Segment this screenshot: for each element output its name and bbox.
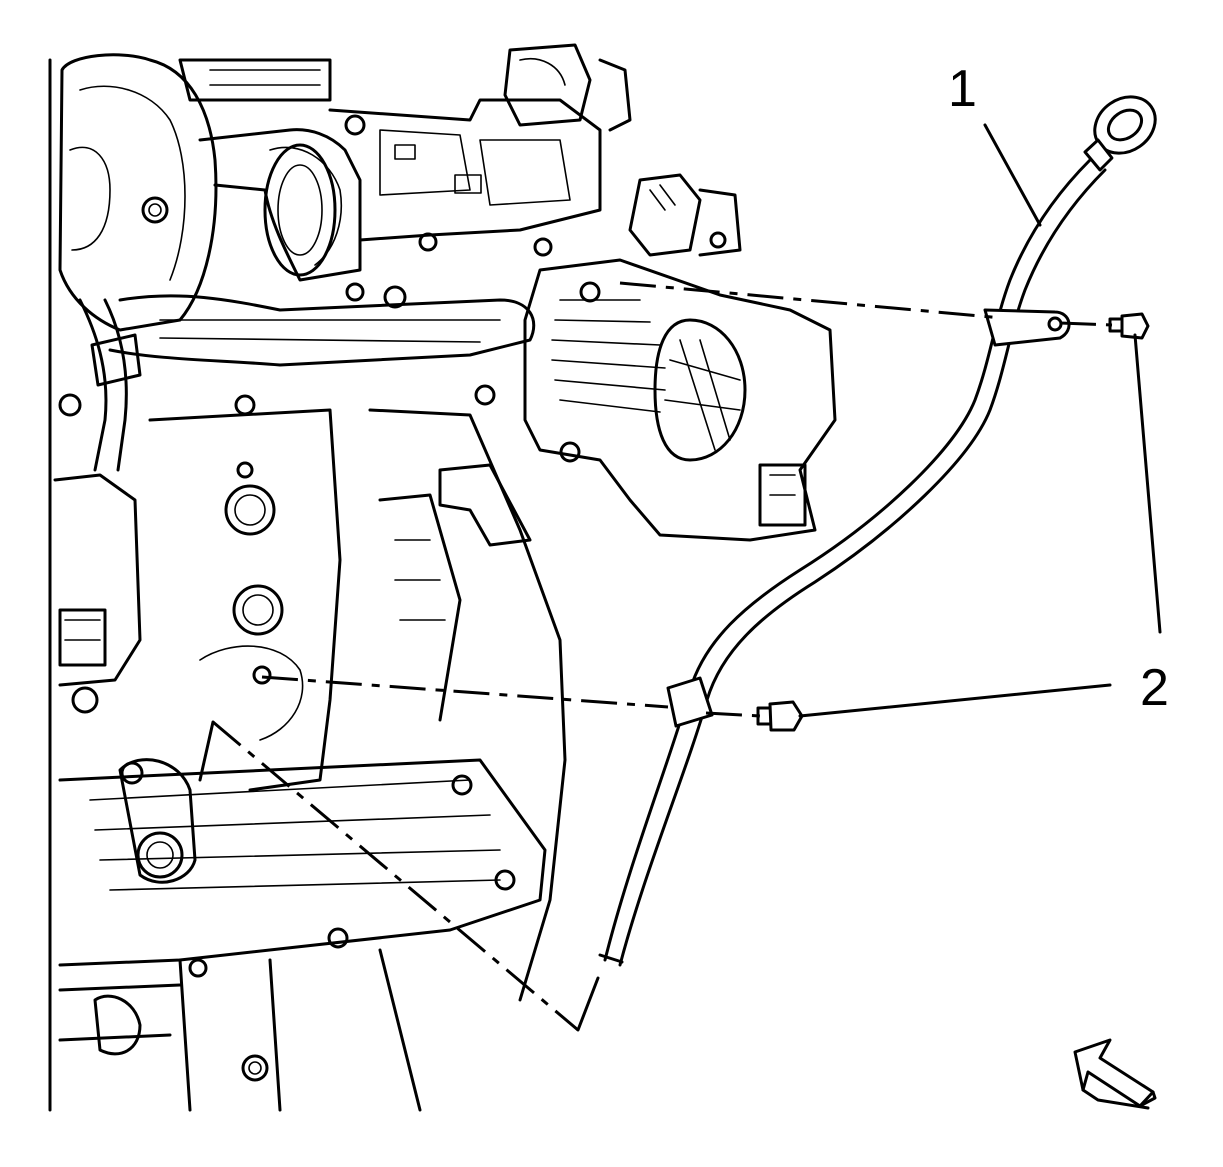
upper-tube-bracket (983, 308, 1071, 347)
lower-bolt (756, 700, 804, 732)
lower-tube-bracket (666, 676, 714, 728)
callout-1-label: 1 (948, 60, 977, 118)
callout-1: 1 (948, 60, 1042, 227)
callout-2-label: 2 (1140, 659, 1169, 717)
engine-assembly (48, 43, 837, 1112)
oil-level-indicator-tube (598, 95, 1157, 967)
view-direction-arrow-icon (1073, 1038, 1157, 1110)
upper-bolt (1108, 312, 1150, 340)
callout-2: 2 (798, 333, 1169, 718)
dipstick-tube-outer (603, 158, 1092, 962)
tube-bolts (756, 312, 1150, 732)
dipstick-tube-inner (618, 168, 1107, 967)
alignment-lines (198, 281, 1113, 1032)
